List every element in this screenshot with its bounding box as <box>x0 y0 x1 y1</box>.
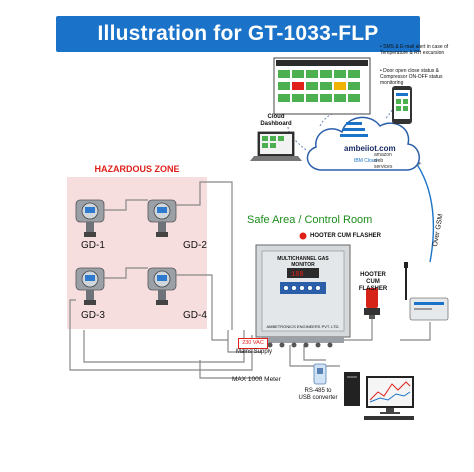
gas-detector-gd1-icon <box>75 199 105 237</box>
svg-text:188: 188 <box>291 271 304 279</box>
cable-length-label: MAX 1000 Meter <box>232 376 281 383</box>
cloud-icon <box>306 116 420 171</box>
cloud-phone-link <box>385 99 397 119</box>
desktop-computer-icon <box>344 372 414 420</box>
safe-area-label: Safe Area / Control Room <box>247 214 373 226</box>
hooter-side-label-line1: HOOTER <box>360 272 386 278</box>
cloud-dashboard-label: Cloud Dashboard <box>256 114 296 128</box>
phone-icon <box>392 86 412 124</box>
feature-item-door: • Door open close status & Compressor ON… <box>380 68 443 86</box>
controller-maker: AMBETRONICS ENGINEERS PVT. LTD. <box>266 324 340 329</box>
hooter-flasher-label: HOOTER CUM FLASHER <box>310 233 381 239</box>
detector-label-gd3: GD-3 <box>81 310 105 321</box>
gsm-arrow <box>413 158 435 263</box>
amazon-label: amazon web services <box>374 152 393 170</box>
alarm-indicator-icon <box>299 232 307 240</box>
hazardous-zone-label: HAZARDOUS ZONE <box>94 164 180 174</box>
detector-label-gd2: GD-2 <box>183 240 207 251</box>
feature-item-door-text: Door open close status & Compressor ON-O… <box>380 68 443 86</box>
cloud-dashboard-link <box>287 125 307 151</box>
cloud-dashboard-label-line1: Cloud <box>267 114 285 120</box>
hooter-side-label-line2: CUM FLASHER <box>358 279 388 292</box>
gas-detector-gd3-icon <box>75 267 105 305</box>
gas-detector-gd2-icon <box>147 199 177 237</box>
controller-name: MULTICHANNEL GAS MONITOR <box>277 256 329 268</box>
hooter-flasher-icon <box>364 288 380 319</box>
cloud-dashboard-label-line2: Dashboard <box>260 121 292 127</box>
converter-label-line1: RS-485 to <box>304 388 332 394</box>
mains-supply-label: Mains Supply <box>236 349 273 355</box>
page-title: Illustration for GT-1033-FLP <box>56 16 420 52</box>
gsm-modem-icon <box>404 262 449 321</box>
gas-detector-gd4-icon <box>147 267 177 305</box>
converter-label-line2: USB converter <box>298 395 338 401</box>
multichannel-gas-monitor: 188 <box>255 244 351 348</box>
ibm-cloud-label: IBM Cloud <box>354 158 378 164</box>
rs485-usb-converter-icon <box>313 363 327 385</box>
detector-label-gd1: GD-1 <box>81 240 105 251</box>
hooter-side-label: HOOTER CUM FLASHER <box>358 272 388 293</box>
detector-label-gd4: GD-4 <box>183 310 207 321</box>
feature-item-sms: • SMS & E-mail alert in case of Temperat… <box>380 44 449 56</box>
feature-item-sms-text: SMS & E-mail alert in case of Temperatur… <box>380 44 449 56</box>
converter-label: RS-485 to USB converter <box>298 388 338 402</box>
cloud-brand: ambeiiot.com <box>344 144 396 153</box>
laptop-icon <box>250 131 302 161</box>
power-supply-box: 230 VAC <box>238 338 268 349</box>
dashboard-screen-icon <box>273 57 371 115</box>
